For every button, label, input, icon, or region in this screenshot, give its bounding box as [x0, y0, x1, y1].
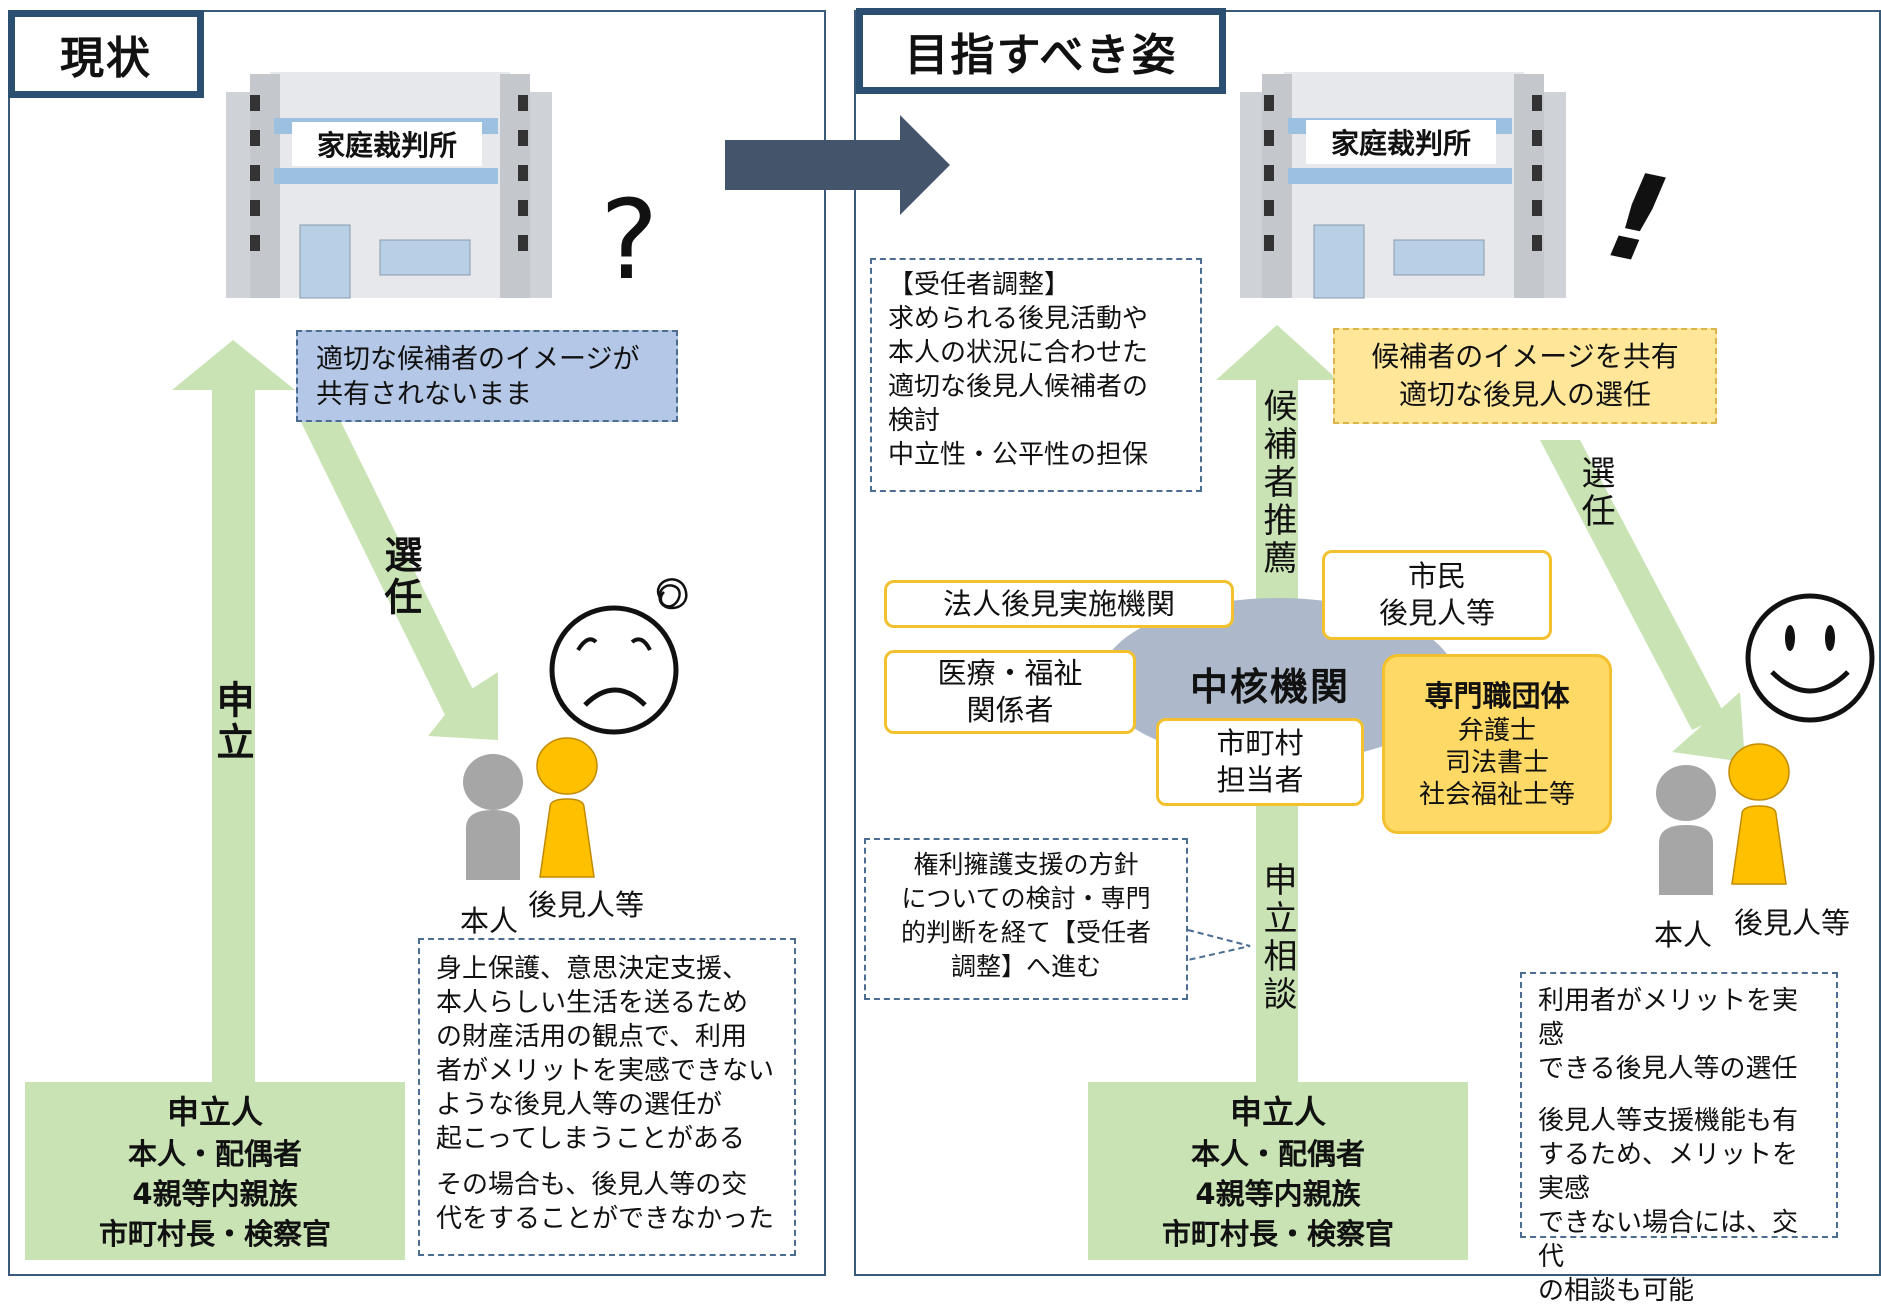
petitioner-title: 申立人 [1229, 1093, 1326, 1131]
consult-arrow-right [1256, 800, 1298, 1085]
note-line: できる後見人等の選任 [1538, 1054, 1798, 1084]
org-line: 担当者 [1216, 763, 1304, 797]
consult-label: 申立相談 [1257, 862, 1297, 1014]
question-mark-icon: ? [600, 176, 659, 304]
diagram-graphics [172, 72, 1875, 1085]
guardian-label-right: 後見人等 [1734, 906, 1851, 940]
note-line: 利用者がメリットを実感 [1538, 986, 1799, 1050]
note-line: できない場合には、交代 [1538, 1208, 1799, 1272]
petition-arrow-left [172, 340, 295, 1082]
benefit-note: 利用者がメリットを実感 できる後見人等の選任 後見人等支援機能も有 するため、メ… [1520, 972, 1838, 1306]
note-line: の相談も可能 [1538, 1276, 1695, 1306]
note-line: するため、メリットを実感 [1538, 1140, 1799, 1204]
org-corporate-guardian: 法人後見実施機関 [884, 580, 1234, 628]
person-label-right: 本人 [1654, 918, 1713, 952]
note-line: 調整】へ進む [950, 952, 1101, 981]
note-line: 権利擁護支援の方針 [913, 850, 1139, 879]
coordination-note: 【受任者調整】 求められる後見活動や 本人の状況に合わせた 適切な後見人候補者の… [870, 258, 1202, 492]
note-line: 後見人等支援機能も有 [1538, 1106, 1799, 1136]
petitioner-line: 本人・配偶者 [1190, 1137, 1365, 1171]
court-sign-left: 家庭裁判所 [292, 122, 482, 166]
note-line: 適切な後見人候補者の [888, 372, 1149, 402]
petitioner-box-left: 申立人 本人・配偶者 4親等内親族 市町村長・検察官 [25, 1082, 405, 1260]
petition-label-left: 申立 [210, 680, 254, 764]
note-line: の財産活用の観点で、利用 [436, 1022, 747, 1052]
sad-face-icon [549, 578, 688, 735]
petitioner-line: 市町村長・検察官 [1161, 1217, 1394, 1251]
org-citizen-guardian: 市民 後見人等 [1322, 550, 1552, 640]
org-municipal-officer: 市町村 担当者 [1156, 718, 1364, 806]
person-label-left: 本人 [460, 904, 519, 938]
note-line: 者がメリットを実感できない [436, 1056, 775, 1086]
org-line: 司法書士 [1444, 748, 1549, 778]
org-line: 関係者 [966, 693, 1054, 727]
org-line: 後見人等 [1378, 596, 1495, 630]
selection-label-right: 選任 [1575, 455, 1615, 531]
problem-note: 身上保護、意思決定支援、 本人らしい生活を送るため の財産活用の観点で、利用 者… [418, 938, 796, 1256]
org-title: 専門職団体 [1424, 679, 1570, 713]
note-line: 【受任者調整】 [888, 270, 1071, 300]
note-line: 本人の状況に合わせた [888, 338, 1149, 368]
guardian-label-left: 後見人等 [528, 888, 645, 922]
note-line: 身上保護、意思決定支援、 [436, 954, 749, 984]
petitioner-box-right: 申立人 本人・配偶者 4親等内親族 市町村長・検察官 [1088, 1082, 1468, 1260]
petitioner-line: 本人・配偶者 [127, 1137, 302, 1171]
note-line: 本人らしい生活を送るため [436, 988, 749, 1018]
note-line: その場合も、後見人等の交 [436, 1170, 748, 1200]
core-institution-label: 中核機関 [1190, 665, 1351, 709]
note-line: 適切な候補者のイメージが [316, 344, 640, 375]
note-line: 求められる後見活動や [888, 304, 1149, 334]
selection-arrow-right [1672, 692, 1745, 762]
note-line: 的判断を経て【受任者 [900, 918, 1151, 947]
smile-face-icon [1745, 593, 1875, 723]
court-sign-right: 家庭裁判所 [1306, 120, 1496, 164]
court-building-right-icon [1240, 72, 1566, 299]
current-state-tab: 現状 [8, 10, 204, 98]
person-gray-right-icon [1656, 765, 1716, 895]
note-line: 検討 [888, 406, 941, 436]
note-line: 起こってしまうことがある [436, 1124, 745, 1154]
selection-label-left: 選任 [378, 535, 422, 619]
org-line: 医療・福祉 [937, 656, 1083, 690]
transition-arrow [725, 115, 950, 215]
shared-image-note: 候補者のイメージを共有 適切な後見人の選任 [1333, 328, 1717, 424]
note-line: 候補者のイメージを共有 [1371, 340, 1679, 373]
note-line: 中立性・公平性の担保 [888, 440, 1149, 470]
org-professional-groups: 専門職団体 弁護士 司法書士 社会福祉士等 [1382, 654, 1612, 834]
target-state-tab: 目指すべき姿 [856, 8, 1226, 94]
guardian-orange-left-icon [536, 737, 598, 878]
policy-note: 権利擁護支援の方針 についての検討・専門 的判断を経て【受任者 調整】へ進む [864, 838, 1188, 1000]
org-line: 弁護士 [1457, 716, 1536, 746]
recommend-label: 候補者推薦 [1257, 388, 1297, 578]
note-line: 代をすることができなかった [436, 1204, 775, 1234]
petitioner-line: 4親等内親族 [1195, 1177, 1361, 1211]
org-line: 市町村 [1216, 726, 1304, 760]
note-line: ような後見人等の選任が [436, 1090, 723, 1120]
note-line: 適切な後見人の選任 [1398, 378, 1651, 411]
petitioner-title: 申立人 [166, 1093, 263, 1131]
shared-image-missing-note: 適切な候補者のイメージが 共有されないまま [296, 330, 678, 422]
court-building-left-icon [226, 72, 552, 299]
petitioner-line: 市町村長・検察官 [98, 1217, 331, 1251]
org-medical-welfare: 医療・福祉 関係者 [884, 650, 1136, 734]
recommend-arrow-right [1216, 325, 1338, 650]
org-line: 市民 [1407, 559, 1466, 593]
person-gray-left-icon [463, 754, 523, 880]
guardian-orange-right-icon [1728, 743, 1790, 885]
note-line: についての検討・専門 [901, 884, 1151, 913]
org-line: 社会福祉士等 [1418, 780, 1575, 810]
petitioner-line: 4親等内親族 [132, 1177, 298, 1211]
note-line: 共有されないまま [316, 379, 532, 410]
